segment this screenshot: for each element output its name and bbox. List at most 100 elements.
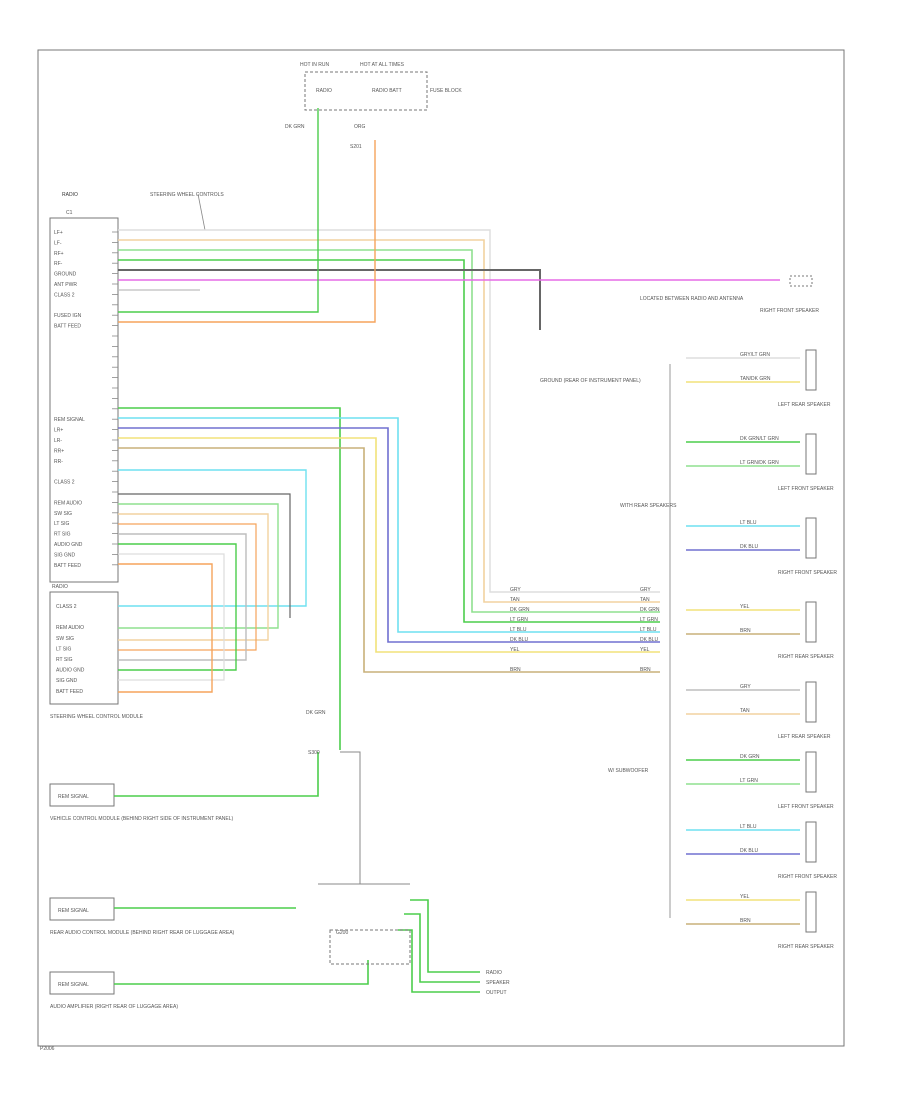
speaker-icon [805, 517, 817, 559]
wire [114, 960, 369, 985]
speaker-wire-label: LT BLU [740, 520, 757, 526]
speaker-name: LEFT REAR SPEAKER [778, 734, 831, 740]
pin-label: LF- [54, 240, 62, 246]
pin-label: BATT FEED [54, 324, 81, 330]
svg-text:AUDIO AMPLIFIER (RIGHT REAR OF: AUDIO AMPLIFIER (RIGHT REAR OF LUGGAGE A… [50, 1004, 178, 1010]
radio-header: RADIO C1 STEERING WHEEL CONTROLS [62, 192, 224, 231]
speaker-wire-label: BRN [740, 918, 751, 924]
bus-label: GRY [640, 587, 651, 593]
svg-text:DK GRN: DK GRN [306, 710, 326, 716]
speaker-wire-label: TAN [740, 708, 750, 714]
wire [118, 553, 225, 681]
speaker-icon [805, 821, 817, 863]
speaker-wire-label: DK BLU [740, 848, 758, 854]
pin-label: LF+ [54, 230, 63, 236]
svg-text:GROUND (REAR OF INSTRUMENT PAN: GROUND (REAR OF INSTRUMENT PANEL) [540, 378, 641, 384]
pin-label: RT SIG [54, 532, 71, 538]
wire [118, 259, 660, 623]
svg-text:REM SIGNAL: REM SIGNAL [58, 794, 89, 800]
pin-label: AUDIO GND [56, 668, 85, 674]
with-rear-speakers-label: WITH REAR SPEAKERS [620, 503, 677, 509]
wire [118, 447, 660, 673]
diagram-frame [37, 49, 845, 1047]
pin-label: RR- [54, 459, 63, 465]
pin-label: REM AUDIO [54, 500, 82, 506]
speaker-name: RIGHT FRONT SPEAKER [778, 570, 837, 576]
wire [118, 543, 237, 671]
svg-text:ORG: ORG [354, 124, 366, 130]
svg-text:S201: S201 [350, 144, 362, 150]
svg-text:S300: S300 [308, 750, 320, 756]
speaker-name: LEFT FRONT SPEAKER [778, 486, 834, 492]
svg-text:RADIO: RADIO [62, 192, 78, 198]
pin-label: CLASS 2 [54, 480, 75, 486]
speaker-wire-label: TAN/DK GRN [740, 376, 771, 382]
speaker-wire-label: LT GRN [740, 778, 758, 784]
pin-label: LT SIG [54, 521, 69, 527]
wire [118, 417, 660, 633]
bus-label: LT BLU [640, 627, 657, 633]
speaker-wire-label: BRN [740, 628, 751, 634]
wire [118, 493, 291, 618]
svg-text:STEERING WHEEL CONTROLS: STEERING WHEEL CONTROLS [150, 192, 224, 198]
pin-label: SW SIG [56, 636, 74, 642]
with-subwoofer-label: W/ SUBWOOFER [608, 768, 649, 774]
pin-label: ANT PWR [54, 282, 77, 288]
wire [118, 513, 269, 641]
wire [118, 503, 279, 629]
pin-label: AUDIO GND [54, 542, 83, 548]
wire-harness [114, 108, 780, 993]
bus-label-mid: TAN [510, 597, 520, 603]
wire [118, 140, 376, 323]
speaker-icon [805, 349, 817, 391]
svg-text:RADIO: RADIO [52, 584, 68, 590]
speaker-wire-label: LT BLU [740, 824, 757, 830]
speaker-name: LEFT REAR SPEAKER [778, 402, 831, 408]
wire [118, 407, 341, 750]
wire [118, 229, 660, 593]
svg-text:G200: G200 [336, 930, 348, 936]
speaker-name: RIGHT FRONT SPEAKER [778, 874, 837, 880]
wire [340, 751, 361, 884]
bus-label: TAN [640, 597, 650, 603]
pin-label: LR- [54, 438, 62, 444]
speaker-wire-label: DK GRN [740, 754, 760, 760]
speaker-wire-label: YEL [740, 604, 750, 610]
output-label: RADIO [486, 970, 502, 976]
svg-text:FUSE BLOCK: FUSE BLOCK [430, 88, 462, 94]
speaker-name: LEFT FRONT SPEAKER [778, 804, 834, 810]
pin-label: REM SIGNAL [54, 417, 85, 423]
bus-label-mid: LT BLU [510, 627, 527, 633]
wire [118, 437, 660, 653]
wire [118, 563, 213, 693]
pin-label: REM AUDIO [56, 625, 84, 631]
speaker-icon [805, 891, 817, 933]
bus-label-mid: DK BLU [510, 637, 528, 643]
pin-label: FUSED IGN [54, 313, 82, 319]
svg-text:RIGHT FRONT SPEAKER: RIGHT FRONT SPEAKER [760, 308, 819, 314]
wire [118, 523, 257, 651]
pin-label: BATT FEED [56, 689, 83, 695]
pin-label: RF- [54, 261, 63, 267]
output-label: SPEAKER [486, 980, 510, 986]
module-rear-audio: REM SIGNAL REAR AUDIO CONTROL MODULE (BE… [49, 897, 235, 936]
pin-label: LR+ [54, 428, 63, 434]
svg-text:C1: C1 [66, 210, 73, 216]
bus-label: LT GRN [640, 617, 658, 623]
pin-label: BATT FEED [54, 563, 81, 569]
bus-label: DK BLU [640, 637, 658, 643]
bus-label: YEL [640, 647, 650, 653]
bus-label: BRN [640, 667, 651, 673]
pin-label: SIG GND [54, 552, 76, 558]
speaker-name: RIGHT REAR SPEAKER [778, 944, 834, 950]
bus-label: DK GRN [640, 607, 660, 613]
top-fuse-block: HOT IN RUN HOT AT ALL TIMES RADIO RADIO … [285, 62, 462, 150]
wire [410, 899, 480, 973]
pin-label: RT SIG [56, 657, 73, 663]
speaker-wire-label: LT GRN/DK GRN [740, 460, 779, 466]
bus-label-mid: YEL [510, 647, 520, 653]
wire [404, 913, 480, 983]
